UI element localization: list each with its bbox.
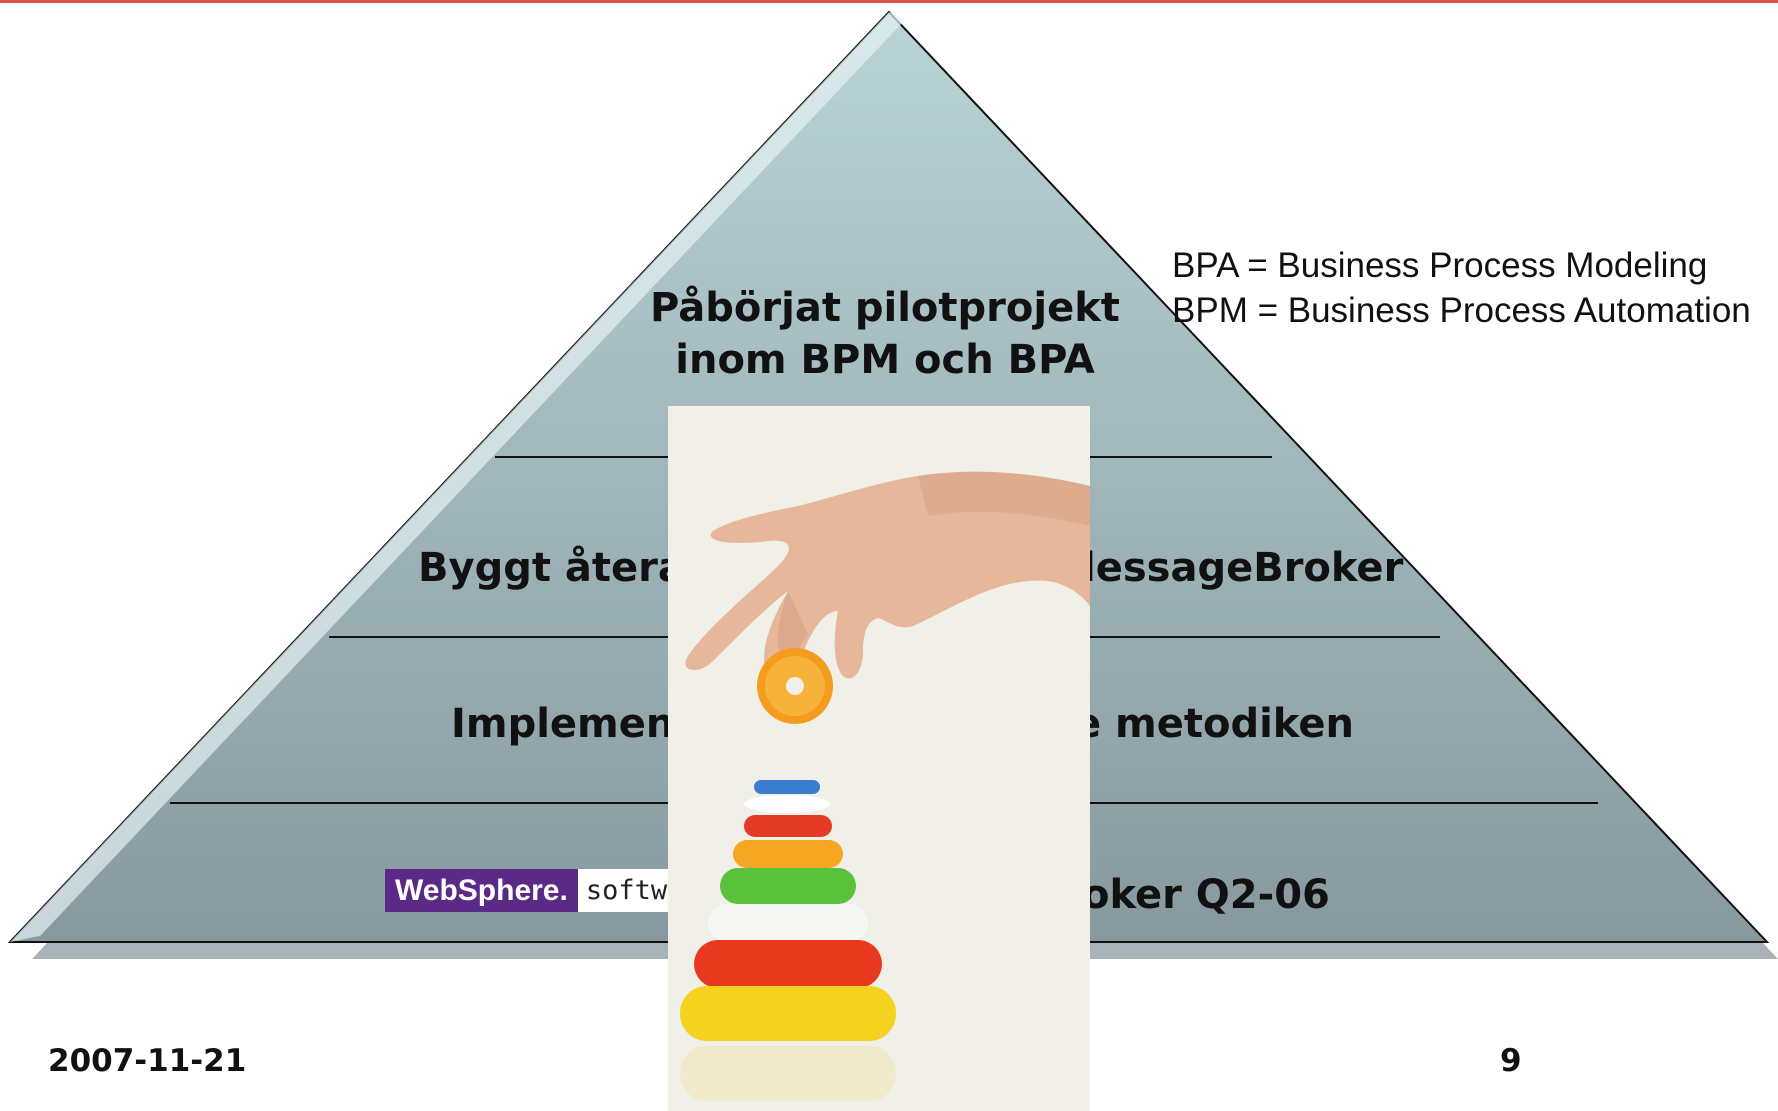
pyramid-top-line2: inom BPM och BPA xyxy=(675,337,1095,383)
footer-date: 2007-11-21 xyxy=(48,1043,247,1079)
pyramid-highlight xyxy=(10,12,905,942)
bpm-definition: BPM = Business Process Automation xyxy=(1172,291,1751,330)
websphere-brand: WebSphere. xyxy=(385,869,578,912)
bpa-definition: BPA = Business Process Modeling xyxy=(1172,246,1708,285)
layer3-left-text: Implement xyxy=(451,701,694,747)
pyramid-top-line1: Påbörjat pilotprojekt xyxy=(650,285,1120,331)
page-number: 9 xyxy=(1500,1043,1522,1079)
hand-stacking-rings-image xyxy=(668,406,1090,1111)
layer3-right-text: e metodiken xyxy=(1074,701,1354,747)
websphere-logo: WebSphere. software xyxy=(385,869,716,912)
pyramid-top-text: Påbörjat pilotprojekt inom BPM och BPA xyxy=(640,282,1130,386)
layer2-right-text: lessageBroker xyxy=(1082,545,1404,591)
top-accent-line xyxy=(0,0,1778,3)
layer2-left-text: Byggt återan xyxy=(418,545,714,591)
layer4-right-text: oker Q2-06 xyxy=(1082,872,1330,918)
